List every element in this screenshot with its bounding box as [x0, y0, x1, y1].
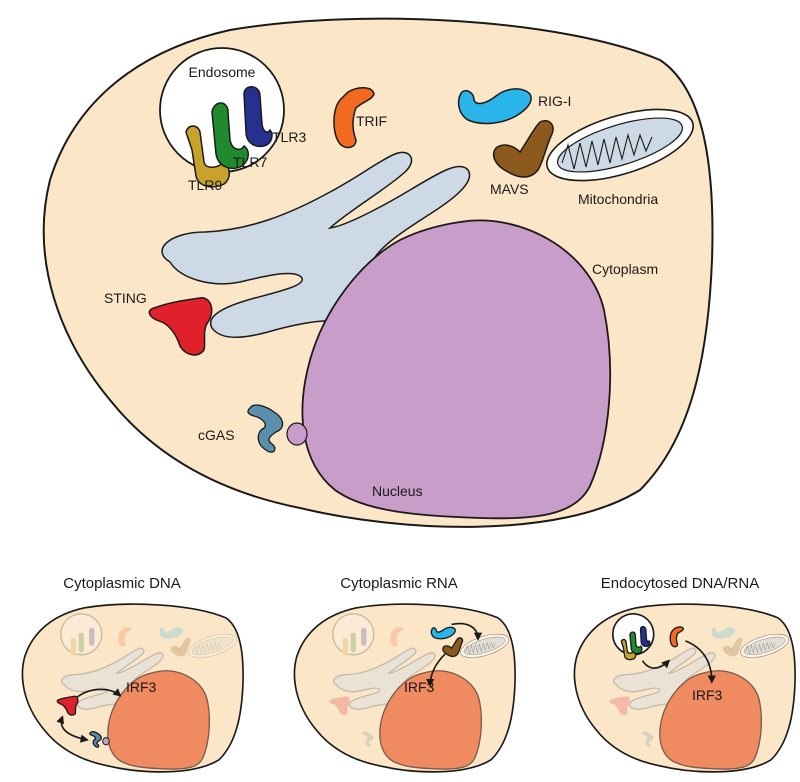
irf3-label-panel-3: IRF3 — [692, 687, 723, 703]
sting-protein — [148, 297, 213, 356]
trif-label: TRIF — [356, 113, 387, 129]
mavs-protein — [492, 120, 554, 178]
mavs-label: MAVS — [490, 181, 529, 197]
tlr7-receptor — [211, 102, 249, 170]
sting-label: STING — [104, 290, 147, 306]
panel-title-cytoplasmic-dna: Cytoplasmic DNA — [63, 575, 181, 592]
cgas-protein — [247, 404, 284, 453]
nucleus-label: Nucleus — [372, 483, 423, 499]
main-cell: Endosome TLR3 TLR7 TLR9 TRIF RIG-I MAVS … — [42, 17, 714, 528]
tlr7-label: TLR7 — [233, 154, 267, 170]
mitochondria-label: Mitochondria — [578, 191, 658, 207]
cgas-label: cGAS — [198, 427, 235, 443]
irf3-label-panel-2: IRF3 — [404, 679, 435, 695]
trif-protein — [333, 87, 375, 149]
cytoplasm-label: Cytoplasm — [592, 261, 658, 277]
tlr9-label: TLR9 — [188, 177, 222, 193]
panel-cytoplasmic-rna — [293, 603, 516, 773]
panel-endocytosed — [573, 603, 796, 773]
tlr3-receptor — [243, 86, 273, 148]
panel-title-endocytosed: Endocytosed DNA/RNA — [601, 575, 759, 592]
irf3-label-panel-1: IRF3 — [126, 679, 157, 695]
nucleus — [301, 219, 612, 520]
tlr3-label: TLR3 — [272, 129, 306, 145]
rigi-protein — [457, 88, 532, 125]
panel-title-cytoplasmic-rna: Cytoplasmic RNA — [340, 575, 458, 592]
panel-cytoplasmic-dna — [21, 603, 244, 773]
endosome-label: Endosome — [189, 64, 256, 80]
dna-fragment — [286, 422, 308, 446]
rigi-label: RIG-I — [538, 93, 571, 109]
